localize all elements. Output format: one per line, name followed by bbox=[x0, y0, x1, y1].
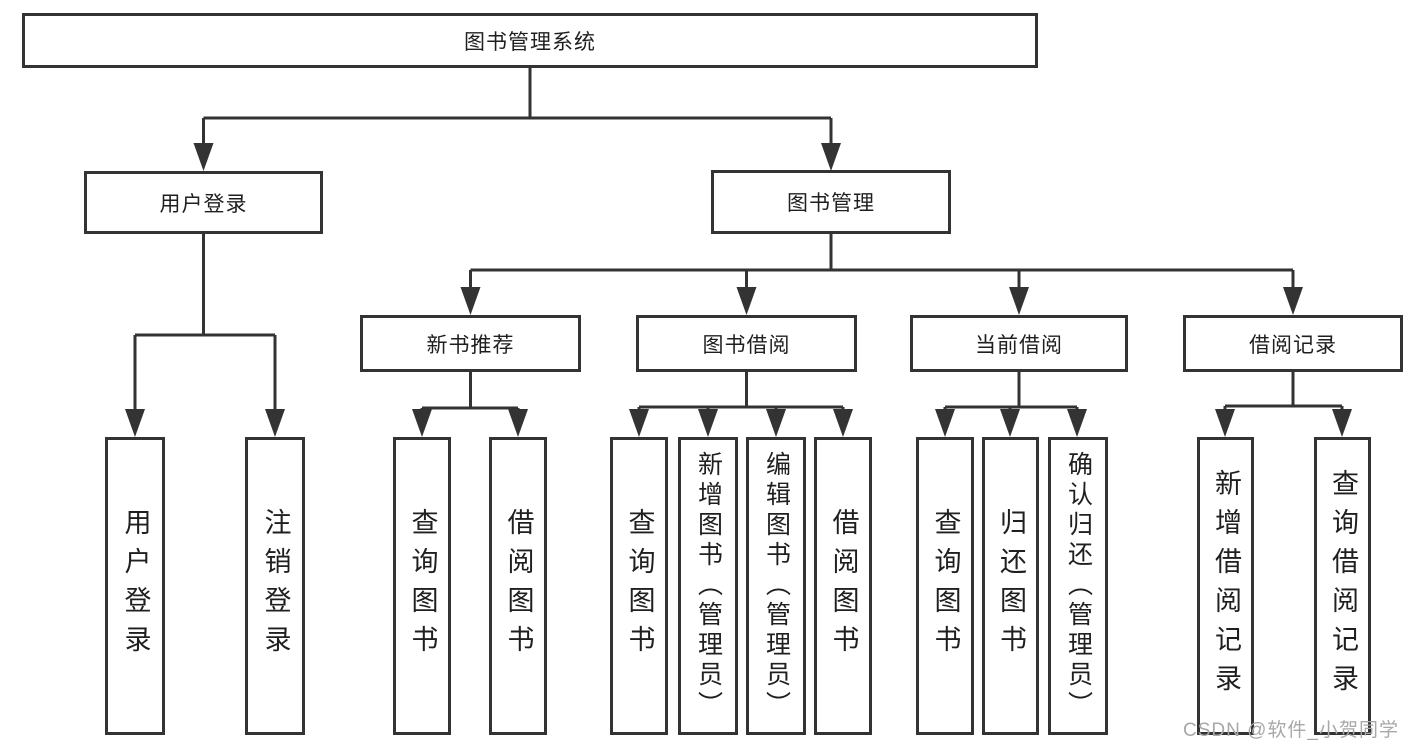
arrowhead bbox=[1283, 287, 1303, 315]
leaf-borrow-add-book-admin: 新增图书（管理员） bbox=[678, 437, 738, 735]
arrowhead bbox=[833, 409, 853, 437]
arrowhead bbox=[1009, 287, 1029, 315]
arrowhead bbox=[766, 409, 786, 437]
leaf-logout: 注销登录 bbox=[245, 437, 305, 735]
leaf-current-query-book: 查询图书 bbox=[916, 437, 974, 735]
arrowhead bbox=[698, 409, 718, 437]
leaf-label: 确认归还（管理员） bbox=[1064, 451, 1093, 721]
leaf-borrow-edit-book-admin: 编辑图书（管理员） bbox=[746, 437, 806, 735]
connector-newbookrec-to-leaves bbox=[420, 370, 520, 411]
leaf-label: 新增借阅记录 bbox=[1211, 469, 1241, 703]
arrowhead bbox=[1332, 409, 1352, 437]
node-borrow-records: 借阅记录 bbox=[1183, 315, 1403, 372]
arrowhead bbox=[1000, 409, 1020, 437]
connector-userlogin-to-leaves bbox=[133, 232, 277, 411]
leaf-newrec-query-book: 查询图书 bbox=[393, 437, 451, 735]
leaf-label: 编辑图书（管理员） bbox=[762, 451, 791, 721]
leaf-newrec-borrow-book: 借阅图书 bbox=[489, 437, 547, 735]
node-user-login: 用户登录 bbox=[84, 171, 323, 234]
node-new-book-recommend: 新书推荐 bbox=[360, 315, 581, 372]
arrowhead bbox=[821, 143, 841, 171]
csdn-watermark: CSDN @软件_小贺同学 bbox=[1183, 720, 1399, 741]
arrowhead bbox=[412, 409, 432, 437]
leaf-label: 归还图书 bbox=[996, 508, 1026, 664]
arrowhead bbox=[1067, 409, 1087, 437]
arrowhead bbox=[629, 409, 649, 437]
connector-bookmgmt-to-level3 bbox=[469, 232, 1295, 289]
leaf-label: 查询借阅记录 bbox=[1328, 469, 1358, 703]
leaf-user-login: 用户登录 bbox=[105, 437, 165, 735]
leaf-borrow-query-book: 查询图书 bbox=[610, 437, 668, 735]
arrowhead bbox=[265, 409, 285, 437]
arrowhead bbox=[460, 287, 481, 315]
leaf-current-return-book: 归还图书 bbox=[982, 437, 1039, 735]
connector-bookborrow-to-leaves bbox=[637, 370, 845, 411]
connector-borrowrecords-to-leaves bbox=[1223, 370, 1344, 411]
node-book-management: 图书管理 bbox=[711, 170, 951, 234]
leaf-borrow-borrow-book: 借阅图书 bbox=[814, 437, 872, 735]
node-current-borrow: 当前借阅 bbox=[910, 315, 1128, 372]
connector-currentborrow-to-leaves bbox=[943, 370, 1079, 411]
node-root-system: 图书管理系统 bbox=[22, 13, 1038, 68]
arrowhead bbox=[935, 409, 955, 437]
arrowhead bbox=[1215, 409, 1235, 437]
arrowhead bbox=[125, 409, 145, 437]
leaf-label: 用户登录 bbox=[120, 508, 151, 664]
leaf-label: 查询图书 bbox=[407, 508, 438, 664]
leaf-label: 新增图书（管理员） bbox=[694, 451, 723, 721]
leaf-label: 查询图书 bbox=[624, 508, 655, 664]
leaf-records-add-record: 新增借阅记录 bbox=[1197, 437, 1254, 735]
leaf-label: 注销登录 bbox=[260, 508, 291, 664]
connector-root-to-level2 bbox=[202, 68, 833, 145]
node-book-borrow: 图书借阅 bbox=[636, 315, 857, 372]
arrowhead bbox=[736, 287, 757, 315]
leaf-current-confirm-return-admin: 确认归还（管理员） bbox=[1048, 437, 1108, 735]
arrowhead bbox=[508, 409, 528, 437]
leaf-label: 借阅图书 bbox=[503, 508, 534, 664]
arrowhead bbox=[193, 143, 214, 171]
leaf-records-query-record: 查询借阅记录 bbox=[1314, 437, 1371, 735]
leaf-label: 借阅图书 bbox=[828, 508, 859, 664]
leaf-label: 查询图书 bbox=[930, 508, 961, 664]
